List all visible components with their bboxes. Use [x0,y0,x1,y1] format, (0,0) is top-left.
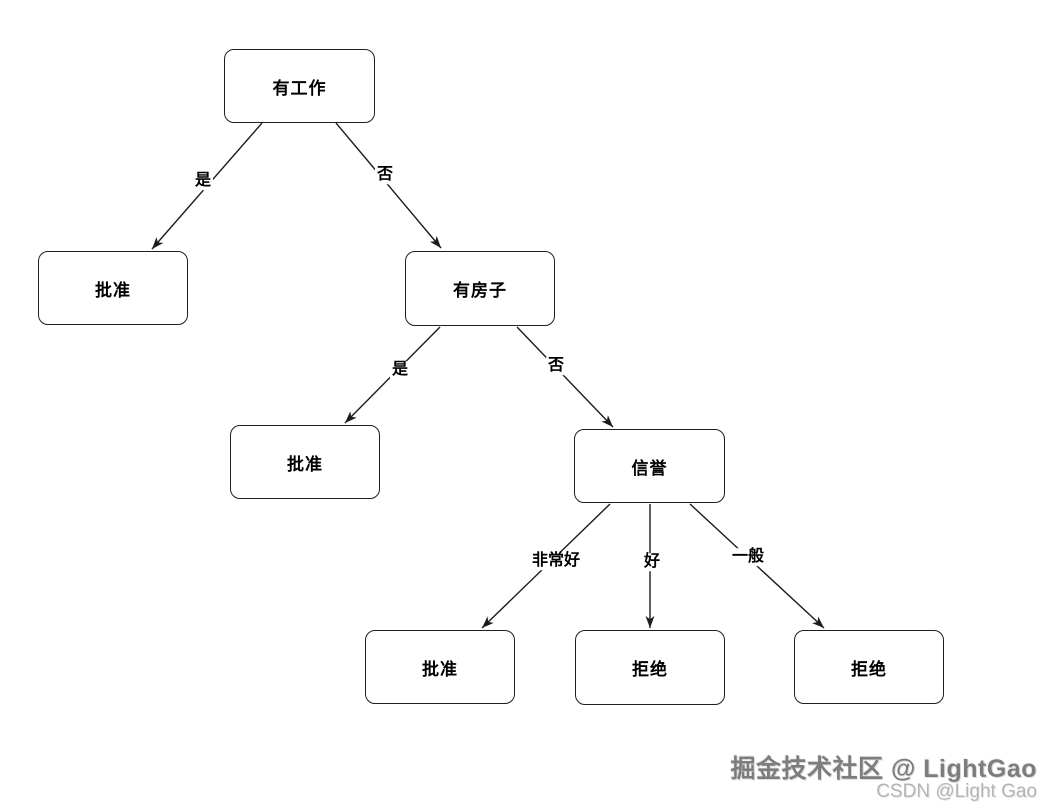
edge-label-has-job-to-approve-left: 是 [192,172,214,190]
tree-node-reject-right: 拒绝 [794,630,944,704]
node-label: 批准 [95,280,131,300]
edge-label-has-job-to-has-house: 否 [374,166,396,184]
watermark-juejin-text: 掘金技术社区 @ LightGao [730,755,1037,783]
tree-node-reject-mid: 拒绝 [575,630,725,705]
edge-label-credit-to-reject-mid: 好 [641,553,663,571]
tree-node-approve-bottom: 批准 [365,630,515,704]
watermark-csdn-text: CSDN @Light Gao [876,780,1037,802]
edge-label-credit-to-approve-bottom: 非常好 [529,552,583,570]
node-label: 有工作 [272,78,327,98]
edge-label-has-house-to-approve-mid: 是 [389,361,411,379]
node-label: 批准 [287,454,323,474]
node-label: 拒绝 [632,660,668,679]
edge-label-credit-to-reject-right: 一般 [729,548,767,566]
edge-has-house-to-credit [516,326,614,428]
tree-node-has-house: 有房子 [405,251,555,326]
edge-credit-to-reject-right [689,503,825,629]
node-label: 信誉 [631,458,668,478]
node-label: 拒绝 [851,659,887,679]
edge-has-job-to-has-house [335,122,442,249]
watermark: 掘金技术社区 @ LightGao CSDN @Light Gao [730,755,1037,802]
node-label: 批准 [422,659,458,679]
node-label: 有房子 [453,281,507,300]
tree-node-has-job: 有工作 [224,49,375,123]
tree-node-approve-mid: 批准 [230,425,380,499]
tree-node-credit: 信誉 [574,429,725,503]
tree-node-approve-left: 批准 [38,251,188,325]
edge-label-has-house-to-credit: 否 [545,357,567,375]
